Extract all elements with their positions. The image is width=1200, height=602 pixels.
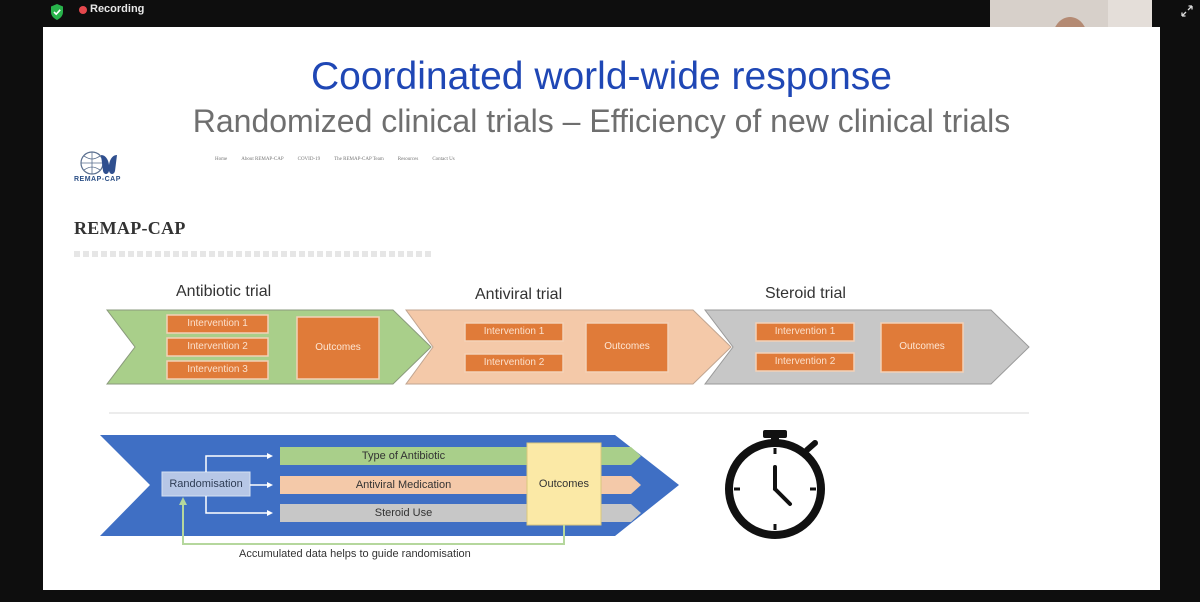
domain-label-antiviral: Antiviral Medication [355, 479, 452, 491]
nav-item-team[interactable]: The REMAP-CAP Team [334, 157, 384, 162]
nav-item-about[interactable]: About REMAP-CAP [241, 157, 284, 162]
trial-label-steroid: Steroid trial [765, 285, 846, 302]
recording-status[interactable]: Recording [90, 3, 145, 15]
connector-arrowhead-top [267, 453, 273, 459]
nav-item-covid[interactable]: COVID-19 [297, 157, 321, 162]
connector-arrowhead-mid [267, 482, 273, 488]
nav-item-resources[interactable]: Resources [397, 157, 419, 162]
nav-item-home[interactable]: Home [215, 157, 228, 162]
platform-outcomes-label: Outcomes [538, 478, 590, 490]
shield-check-icon[interactable] [50, 4, 64, 20]
nav-item-contact[interactable]: Contact Us [432, 157, 455, 162]
antiviral-intervention-2-label: Intervention 2 [483, 357, 545, 368]
antiviral-outcomes-label: Outcomes [604, 341, 650, 352]
presentation-slide: Coordinated world-wide response Randomiz… [43, 27, 1160, 590]
slide-subtitle: Randomized clinical trials – Efficiency … [192, 103, 1011, 139]
domain-label-steroid: Steroid Use [374, 507, 433, 519]
logo-text: REMAP-CAP [74, 176, 121, 183]
website-nav: Home About REMAP-CAP COVID-19 The REMAP-… [215, 157, 455, 162]
steroid-outcomes-label: Outcomes [899, 341, 945, 352]
antiviral-intervention-1-box [464, 322, 564, 342]
feedback-arrowhead [179, 497, 187, 505]
antiviral-chevron [405, 309, 732, 385]
randomisation-box [161, 471, 251, 497]
steroid-chevron [703, 309, 1030, 385]
steroid-intervention-1-label: Intervention 1 [774, 326, 836, 337]
antibiotic-chevron [105, 309, 432, 385]
stopwatch-icon [725, 430, 825, 539]
feedback-loop [182, 501, 565, 545]
trial-label-antibiotic: Antibiotic trial [176, 283, 272, 300]
antibiotic-intervention-3-label: Intervention 3 [187, 364, 248, 375]
blurred-text-line [74, 251, 434, 257]
randomisation-label: Randomisation [169, 478, 243, 490]
record-dot-icon [79, 6, 87, 14]
trial-label-antiviral: Antiviral trial [475, 286, 563, 303]
antiviral-intervention-1-label: Intervention 1 [483, 326, 545, 337]
antibiotic-outcomes-label: Outcomes [315, 342, 361, 353]
platform-outcomes-box [526, 442, 602, 526]
slide-title: Coordinated world-wide response [311, 55, 892, 98]
trial-diagram [100, 309, 1030, 545]
antibiotic-intervention-1-box [166, 314, 269, 334]
feedback-label: Accumulated data helps to guide randomis… [239, 548, 471, 560]
connector-arrowhead-bottom [267, 510, 273, 516]
steroid-intervention-1-box [755, 322, 855, 342]
domain-label-antibiotic: Type of Antibiotic [361, 450, 446, 462]
antibiotic-intervention-3-box [166, 360, 269, 380]
antiviral-intervention-2-box [464, 353, 564, 373]
antibiotic-intervention-2-box [166, 337, 269, 357]
antibiotic-intervention-1-label: Intervention 1 [187, 318, 248, 329]
remap-cap-heading: REMAP-CAP [74, 218, 186, 238]
antibiotic-outcomes-box [296, 316, 380, 380]
steroid-outcomes-box [880, 322, 964, 373]
expand-icon[interactable] [1180, 4, 1194, 18]
remap-cap-logo-icon [80, 151, 117, 175]
antibiotic-intervention-2-label: Intervention 2 [187, 341, 248, 352]
steroid-intervention-2-label: Intervention 2 [774, 356, 836, 367]
antiviral-outcomes-box [585, 322, 669, 373]
steroid-intervention-2-box [755, 352, 855, 372]
